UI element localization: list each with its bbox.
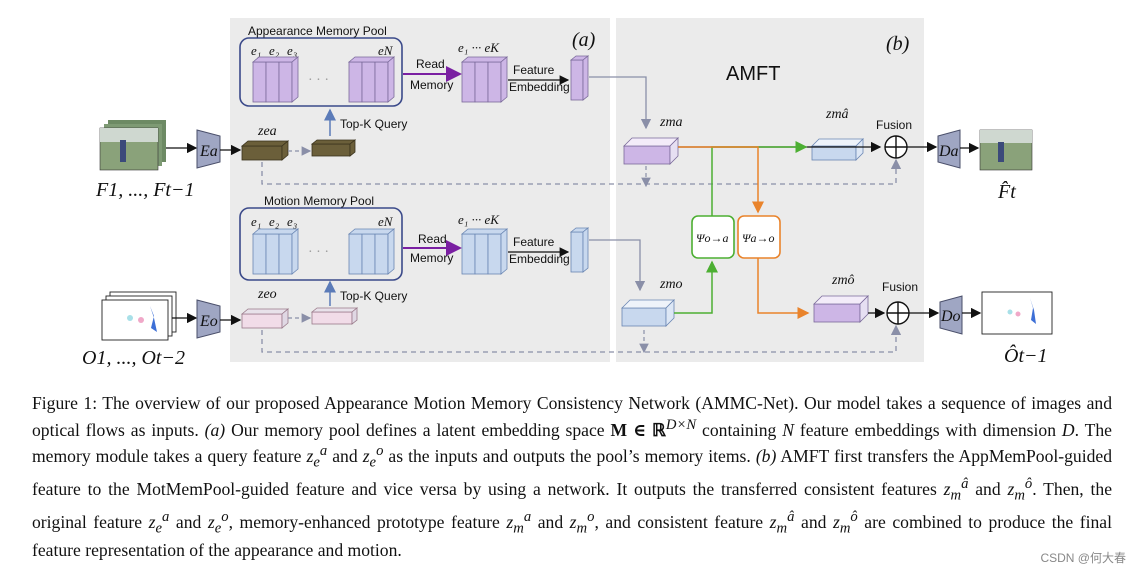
panel-b-label: (b) <box>886 33 910 55</box>
memory-label-o: Memory <box>410 251 453 265</box>
output-flow <box>981 291 1053 335</box>
prototype-feature-o <box>621 299 675 327</box>
selected-items-o <box>460 228 509 275</box>
psi-o-to-a: Ψo→a <box>691 215 735 259</box>
eN-label: eN <box>378 43 394 58</box>
decoder-a <box>937 129 961 169</box>
panel-a-label: (a) <box>572 29 596 51</box>
embedding-label-a: Embedding <box>509 80 570 94</box>
input-flows-label: O1, ..., Ot−2 <box>82 347 185 369</box>
e2-label: e₂ <box>269 43 280 58</box>
e1K-label-o: e₁ ··· eK <box>458 212 500 227</box>
selected-items-a <box>460 56 509 103</box>
query-a-label: zea <box>257 124 277 139</box>
e1K-label-a: e₁ ··· eK <box>458 40 500 55</box>
topk-feature-a <box>310 139 357 157</box>
pool-dots-o: · · · <box>308 245 329 260</box>
query-o-label: zeo <box>257 287 277 302</box>
watermark: CSDN @何大春 <box>1040 551 1126 565</box>
read-label-a: Read <box>416 57 445 71</box>
proto-o-label: zmo <box>659 277 683 292</box>
feature-label-o: Feature <box>513 235 555 249</box>
encoder-a-label: Ea <box>199 143 218 160</box>
fusion-label-o: Fusion <box>882 280 918 294</box>
prototype-feature-a <box>623 137 679 165</box>
decoder-o-label: Do <box>940 308 961 325</box>
fusion-label-a: Fusion <box>876 118 912 132</box>
fusion-node-a <box>884 135 908 159</box>
proto-a-label: zma <box>659 115 683 130</box>
pool-dots: · · · <box>308 73 329 88</box>
encoder-o <box>196 299 221 339</box>
e3-label: e₃ <box>287 43 297 58</box>
output-frame <box>979 129 1033 171</box>
topk-feature-o <box>310 307 359 325</box>
psi-o-to-a-label: Ψo→a <box>696 231 728 245</box>
embedded-vector-a <box>569 55 590 101</box>
decoder-a-label: Da <box>938 143 959 160</box>
encoder-o-label: Eo <box>199 313 218 330</box>
topk-label-a: Top-K Query <box>340 117 407 131</box>
output-flow-label: Ôt−1 <box>1004 343 1048 367</box>
psi-a-to-o-label: Ψa→o <box>742 231 774 245</box>
query-feature-a <box>240 140 290 161</box>
consistent-o-label: zmô <box>831 273 855 288</box>
e2-label-o: e₂ <box>269 214 280 229</box>
e3-label-o: e₃ <box>287 214 297 229</box>
motion-memory-pool: Motion Memory Pool e₁ e₂ e₃ eN · · · <box>239 194 403 281</box>
decoder-o <box>939 295 963 335</box>
architecture-figure: (a) (b) AMFT Appearance Memory Pool e₁ e… <box>82 18 1053 369</box>
input-frames-stack <box>99 120 166 171</box>
encoder-a <box>196 129 221 169</box>
output-frame-label: F̂t <box>997 180 1016 203</box>
psi-a-to-o: Ψa→o <box>737 215 781 259</box>
figure-caption: Figure 1: The overview of our proposed A… <box>32 393 1112 562</box>
embedded-vector-o <box>569 227 590 273</box>
input-frames-label: F1, ..., Ft−1 <box>95 179 195 201</box>
caption-text: Figure 1: The overview of our proposed A… <box>32 393 1113 560</box>
query-feature-o <box>240 308 290 329</box>
consistent-a-label: zmâ <box>825 107 849 122</box>
memory-label-a: Memory <box>410 78 453 92</box>
consistent-feature-a <box>811 138 864 161</box>
e1-label: e₁ <box>251 43 261 58</box>
topk-label-o: Top-K Query <box>340 289 407 303</box>
consistent-feature-o <box>813 295 869 323</box>
eN-label-o: eN <box>378 214 394 229</box>
appearance-pool-title: Appearance Memory Pool <box>248 24 387 38</box>
read-label-o: Read <box>418 232 447 246</box>
feature-label-a: Feature <box>513 63 555 77</box>
amft-label: AMFT <box>726 63 780 85</box>
input-flows-stack <box>101 291 177 341</box>
embedding-label-o: Embedding <box>509 252 570 266</box>
fusion-node-o <box>886 301 910 325</box>
motion-pool-title: Motion Memory Pool <box>264 194 374 208</box>
appearance-memory-pool: Appearance Memory Pool e₁ e₂ e₃ eN · · · <box>239 24 403 107</box>
e1-label-o: e₁ <box>251 214 261 229</box>
